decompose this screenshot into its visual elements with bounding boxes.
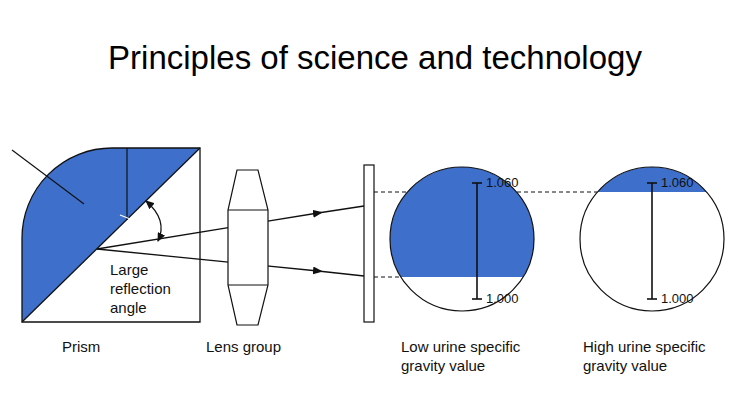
scale-value: 1.000 bbox=[661, 291, 694, 306]
lens-group bbox=[228, 170, 268, 325]
angle-arrow bbox=[146, 201, 161, 241]
caption-label: High urine specific gravity value bbox=[583, 337, 733, 375]
scale-view-circle: 1.060 1.000 bbox=[389, 166, 535, 312]
scale-value: 1.000 bbox=[486, 291, 519, 306]
title: Principles of science and technology bbox=[0, 38, 750, 78]
part-label: Prism bbox=[62, 337, 142, 356]
scale-view-circle: 1.060 1.000 bbox=[579, 166, 725, 312]
circle-outline bbox=[579, 166, 725, 312]
scale-value: 1.060 bbox=[661, 175, 694, 190]
scale-value: 1.060 bbox=[486, 175, 519, 190]
reticle-plate bbox=[364, 165, 374, 322]
vertical-ray bbox=[126, 148, 127, 220]
angle-label: Large reflection angle bbox=[108, 260, 192, 317]
prism bbox=[22, 148, 200, 322]
part-label: Lens group bbox=[206, 337, 306, 356]
angle-mark bbox=[120, 215, 138, 222]
caption-label: Low urine specific gravity value bbox=[401, 337, 551, 375]
incident-ray bbox=[12, 150, 84, 204]
